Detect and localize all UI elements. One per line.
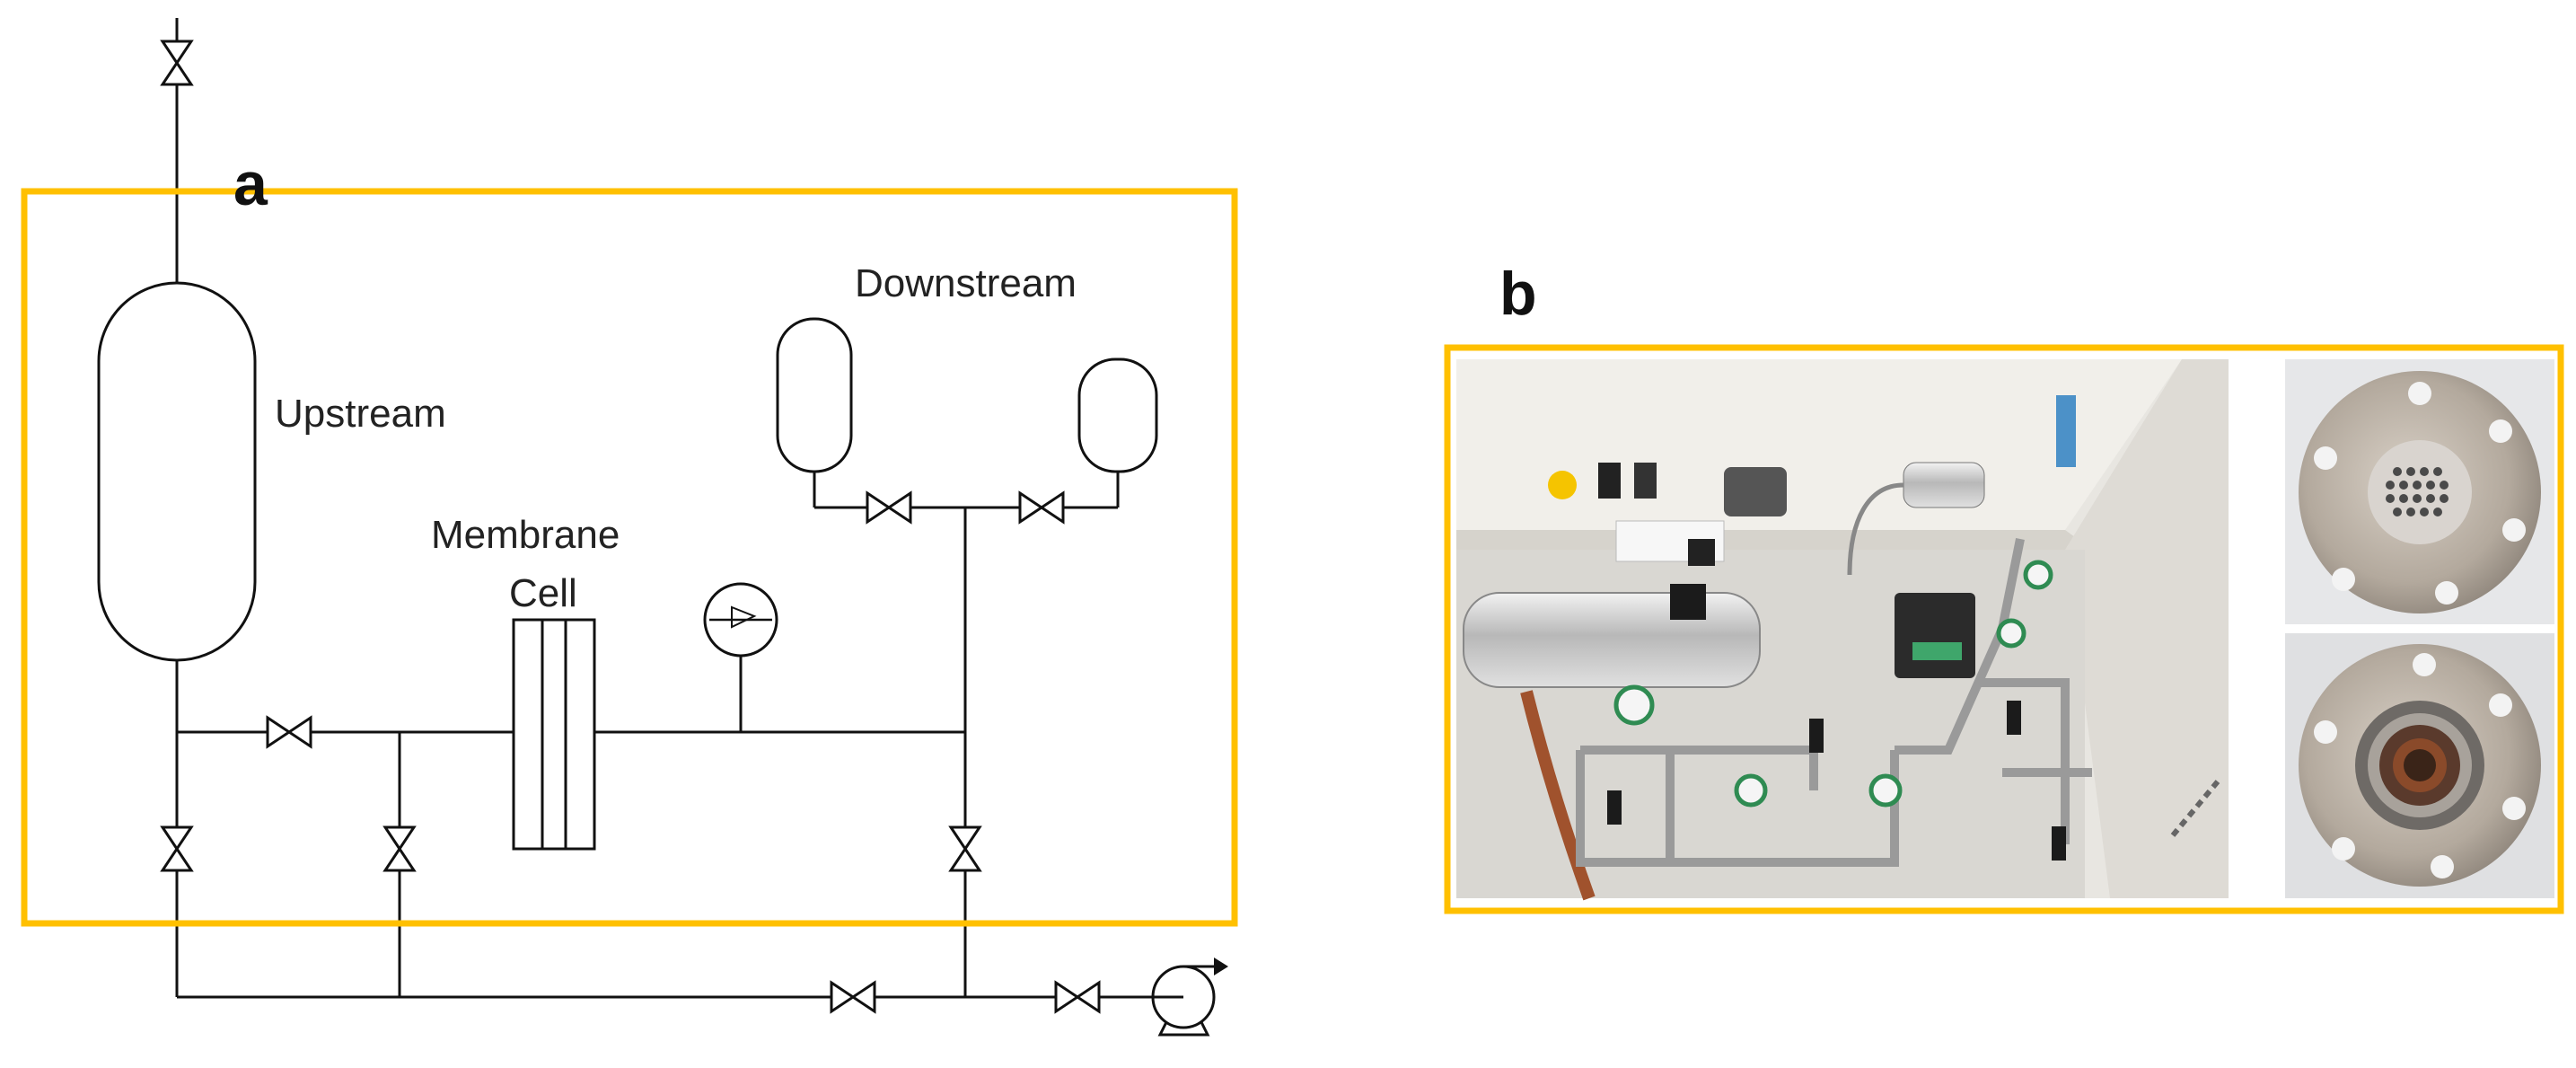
pressure-gauge-icon (703, 582, 778, 658)
downstream-left-valve-icon (866, 491, 912, 524)
upstream-label: Upstream (275, 392, 446, 436)
panel-a: a Upstream Membrane Cell Downstream (21, 18, 1238, 1037)
downstream-label: Downstream (855, 261, 1077, 305)
bypass-valve-icon (383, 825, 416, 872)
membrane-cell-bottom-photo (2285, 633, 2554, 898)
panel-a-label: a (233, 150, 268, 218)
panel-b: b (1444, 260, 2564, 914)
panel-b-label: b (1499, 260, 1537, 328)
membrane-cell-icon (512, 618, 596, 851)
photo-separator (2229, 359, 2285, 898)
membrane-cell-top-photo (2285, 359, 2554, 624)
rig-photo (1456, 359, 2229, 901)
header-valve-icon (830, 981, 876, 1013)
membrane-label-line1: Membrane (431, 513, 620, 557)
downstream-tank-left-icon (776, 317, 853, 473)
upstream-drain-valve-icon (161, 825, 193, 872)
upstream-feed-valve-icon (266, 716, 312, 748)
piping (175, 18, 1158, 999)
downstream-right-valve-icon (1018, 491, 1065, 524)
vacuum-pump-icon (1151, 958, 1228, 1037)
downstream-drain-valve-icon (949, 825, 981, 872)
pump-valve-icon (1054, 981, 1101, 1013)
vent-valve-icon (161, 40, 193, 86)
panel-a-frame (21, 188, 1238, 927)
downstream-tank-right-icon (1077, 357, 1158, 473)
membrane-label-line2: Cell (509, 571, 577, 615)
photo-separator-horizontal (2285, 624, 2554, 633)
upstream-tank-icon (97, 281, 257, 662)
